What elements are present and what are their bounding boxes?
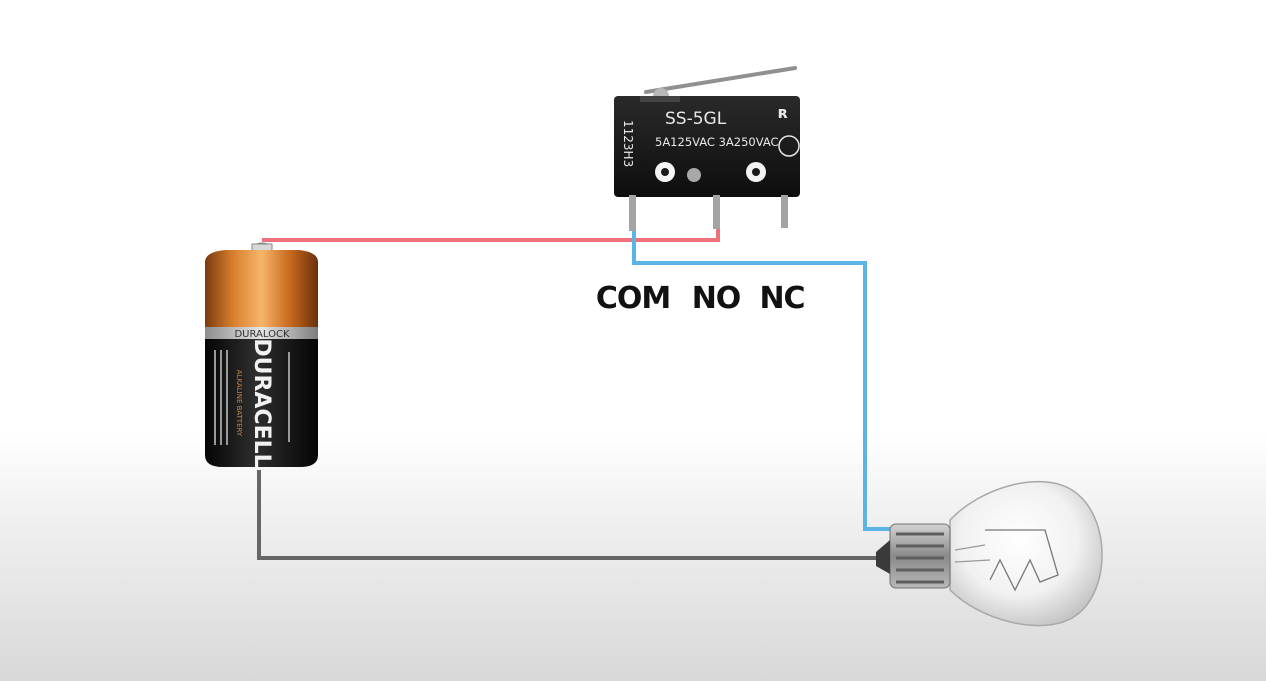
battery-brand: DURACELL xyxy=(249,338,274,467)
negative-wire xyxy=(257,470,880,560)
battery-subtitle: ALKALINE BATTERY xyxy=(235,370,243,437)
pin-label-nc: NC xyxy=(759,281,804,316)
battery: DURALOCK DURACELL ALKALINE BATTERY xyxy=(205,242,318,468)
switch-rating: 5A125VAC 3A250VAC xyxy=(655,135,779,149)
svg-text:ʀ: ʀ xyxy=(778,103,788,122)
pin-label-com: COM xyxy=(596,281,670,316)
com-to-lamp-wire xyxy=(632,202,893,531)
switch-model: SS-5GL xyxy=(665,109,727,129)
sp-mark xyxy=(778,135,800,157)
switch-code: 1123H3 xyxy=(621,120,635,167)
light-bulb xyxy=(876,480,1103,627)
positive-wire xyxy=(262,202,720,242)
battery-band-text: DURALOCK xyxy=(234,329,289,340)
micro-switch: SS-5GL 5A125VAC 3A250VAC 1123H3 ʀ xyxy=(614,66,800,231)
pin-label-no: NO xyxy=(692,281,741,316)
